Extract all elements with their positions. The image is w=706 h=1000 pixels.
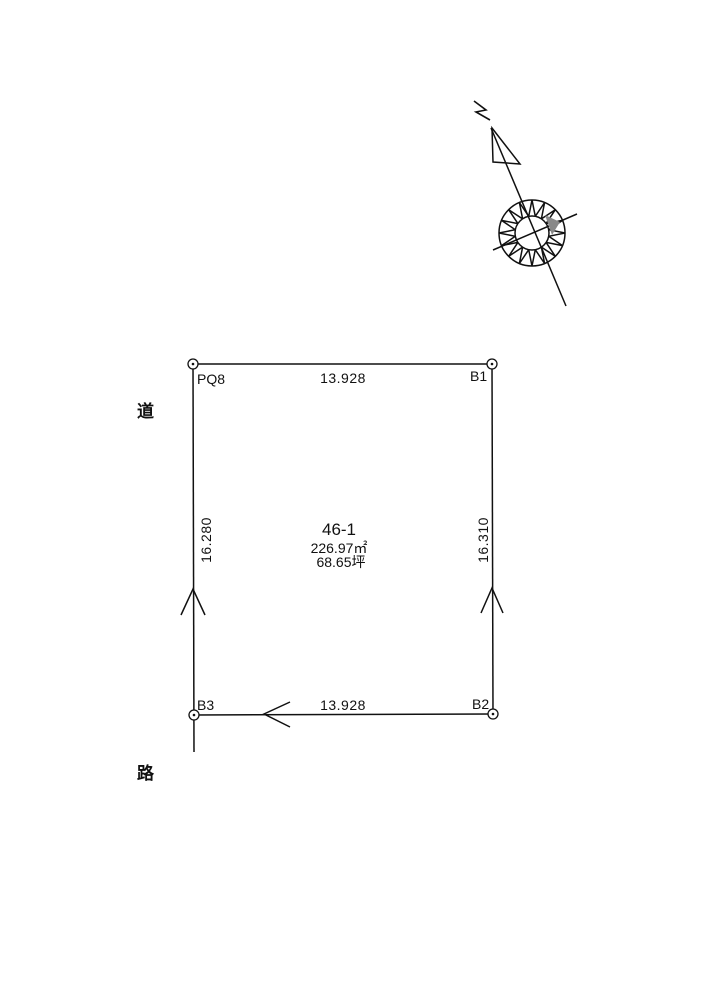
arrow-up-left bbox=[180, 587, 206, 616]
compass-star-rays bbox=[498, 199, 566, 267]
arrow-up-right bbox=[480, 586, 504, 614]
road-label-2: 路 bbox=[137, 763, 155, 784]
dimension-bottom: 13.928 bbox=[320, 697, 366, 713]
point-label-b2: B2 bbox=[472, 696, 489, 712]
dimension-left: 16.280 bbox=[198, 517, 214, 563]
north-compass-icon bbox=[473, 100, 578, 307]
parcel-area-m2: 226.97㎡ bbox=[311, 540, 368, 556]
parcel-boundary bbox=[180, 363, 504, 753]
point-label-pq8: PQ8 bbox=[197, 371, 225, 387]
road-label-1: 道 bbox=[137, 401, 154, 422]
dimension-right: 16.310 bbox=[475, 517, 491, 563]
parcel-id: 46-1 bbox=[322, 520, 356, 539]
point-label-b3: B3 bbox=[197, 697, 214, 713]
dimension-top: 13.928 bbox=[320, 370, 366, 386]
point-label-b1: B1 bbox=[470, 368, 487, 384]
parcel-area-tsubo: 68.65坪 bbox=[316, 554, 365, 570]
boundary-markers bbox=[187, 358, 499, 721]
arrow-left-bottom bbox=[262, 701, 291, 728]
